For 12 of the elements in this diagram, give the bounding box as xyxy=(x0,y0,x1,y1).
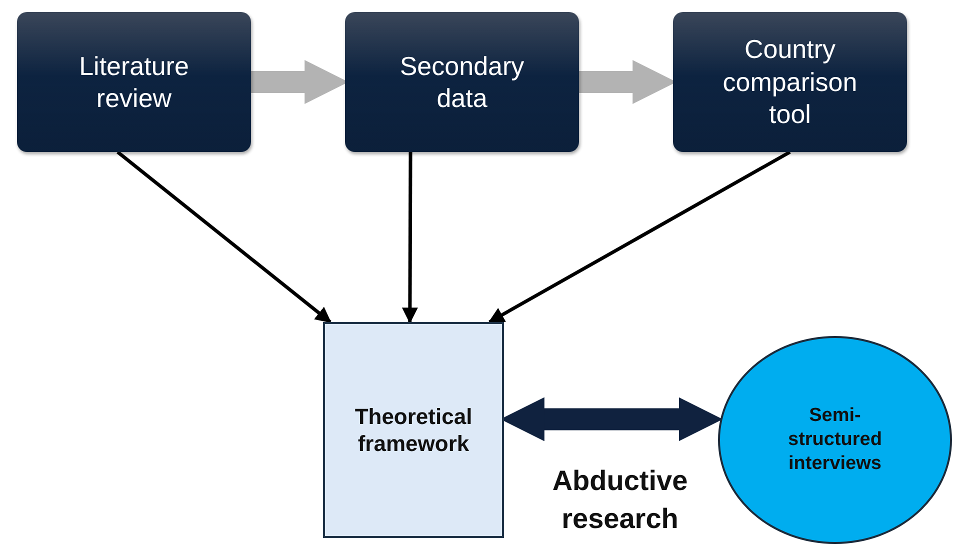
process-box xyxy=(673,12,907,152)
arrow xyxy=(402,152,418,324)
node-text: Secondary data xyxy=(398,50,526,114)
process-box xyxy=(17,12,251,152)
framework-box xyxy=(323,322,504,538)
arrow xyxy=(488,150,791,324)
node-text: Literature review xyxy=(78,50,190,114)
process-box xyxy=(345,12,579,152)
node-text: Semi-structured interviews xyxy=(787,404,883,476)
arrow xyxy=(116,150,332,324)
node-text: Country comparison tool xyxy=(722,33,858,131)
node-text: Theoretical framework xyxy=(354,402,474,458)
